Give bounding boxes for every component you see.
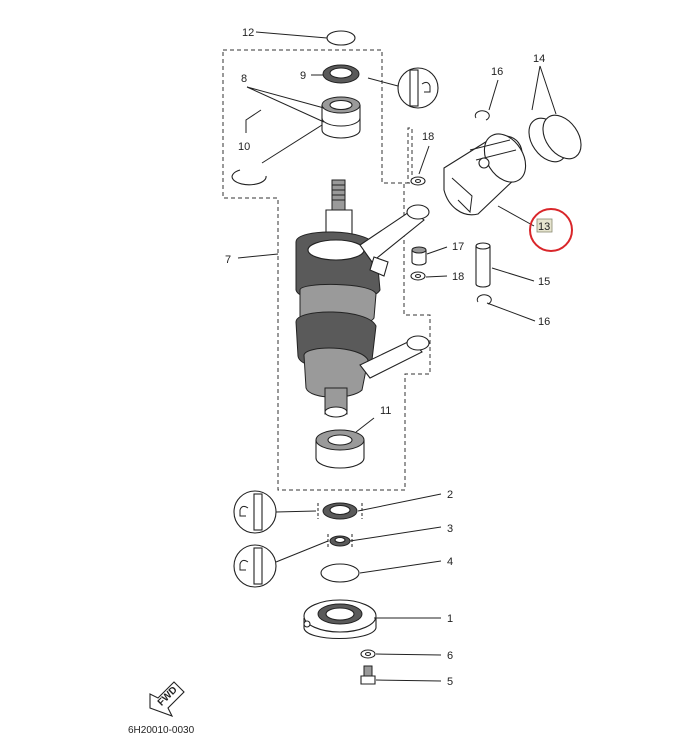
part-14-piston-rings[interactable] <box>521 108 589 169</box>
callout-10[interactable]: 10 <box>238 141 250 153</box>
part-5-bolt[interactable] <box>360 665 376 685</box>
callout-5[interactable]: 5 <box>447 676 453 688</box>
part-4-oring[interactable] <box>320 563 360 583</box>
callout-2[interactable]: 2 <box>447 489 453 501</box>
callout-18-lower[interactable]: 18 <box>452 271 464 283</box>
part-10-circlip[interactable] <box>231 169 267 186</box>
callout-7[interactable]: 7 <box>225 254 231 266</box>
callout-15[interactable]: 15 <box>538 276 550 288</box>
seal-orientation-icon <box>233 490 277 534</box>
part-13-piston[interactable] <box>443 126 534 216</box>
part-12-oring[interactable] <box>326 30 356 46</box>
highlighted-callout-13[interactable]: 13 <box>529 208 573 252</box>
callout-6[interactable]: 6 <box>447 650 453 662</box>
callout-13[interactable]: 13 <box>538 221 550 233</box>
part-11-bearing[interactable] <box>315 429 365 469</box>
callout-4[interactable]: 4 <box>447 556 453 568</box>
callout-9[interactable]: 9 <box>300 70 306 82</box>
part-16-piston-pin-clip[interactable] <box>474 110 490 121</box>
part-16-piston-pin-clip-lower[interactable] <box>476 294 492 305</box>
callout-17[interactable]: 17 <box>452 241 464 253</box>
callout-16-lower[interactable]: 16 <box>538 316 550 328</box>
callout-14[interactable]: 14 <box>533 53 545 65</box>
callout-16-upper[interactable]: 16 <box>491 66 503 78</box>
part-3-oil-seal[interactable] <box>327 534 353 548</box>
drawing-code: 6H20010-0030 <box>128 725 195 736</box>
seal-orientation-icon <box>397 67 439 109</box>
part-15-piston-pin[interactable] <box>475 242 491 288</box>
seal-orientation-icon <box>233 544 277 588</box>
part-9-oil-seal[interactable] <box>322 64 360 84</box>
callout-1[interactable]: 1 <box>447 613 453 625</box>
forward-arrow-icon: FWD <box>149 681 185 717</box>
callout-12[interactable]: 12 <box>242 27 254 39</box>
callout-11[interactable]: 11 <box>380 405 391 417</box>
callout-3[interactable]: 3 <box>447 523 453 535</box>
part-18-washer-lower[interactable] <box>410 271 426 281</box>
part-17-needle-bearing[interactable] <box>411 246 427 266</box>
part-8-bearing[interactable] <box>321 96 361 139</box>
part-7-crankshaft[interactable] <box>295 179 430 418</box>
crankshaft-assembly-outline <box>222 49 431 491</box>
callout-18-upper[interactable]: 18 <box>422 131 434 143</box>
leader-lines <box>237 31 557 682</box>
callout-8[interactable]: 8 <box>241 73 247 85</box>
part-1-housing[interactable] <box>303 599 377 640</box>
part-6-washer[interactable] <box>360 649 376 659</box>
part-18-washer-upper[interactable] <box>410 176 426 186</box>
part-2-oil-seal[interactable] <box>317 502 363 520</box>
